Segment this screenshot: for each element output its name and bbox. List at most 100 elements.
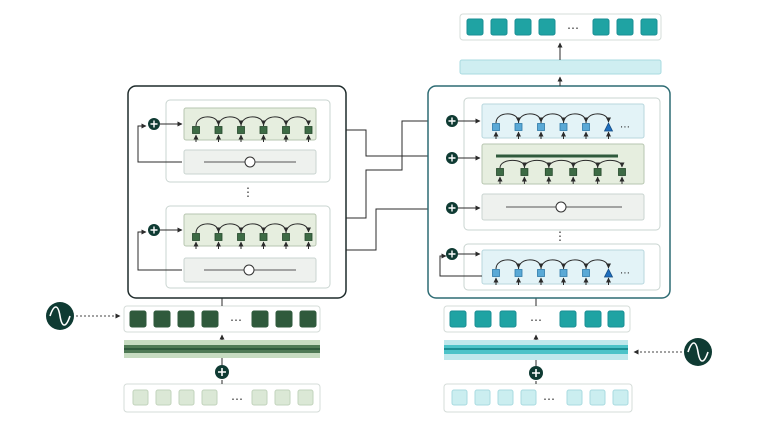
attention-node [544, 168, 553, 176]
encoder-input-token [178, 389, 195, 406]
encoder-embedded-token [251, 310, 269, 328]
attention-node [492, 269, 500, 277]
attention-arc [563, 113, 589, 124]
encoder-input-token [201, 389, 218, 406]
attention-node [192, 126, 200, 134]
encoder-embedded-token [299, 310, 317, 328]
decoder-embedded-token [607, 310, 625, 328]
attention-node [559, 123, 568, 131]
decoder-cross-attention-nodes [496, 159, 626, 184]
attention-node [618, 168, 626, 176]
decoder-embedded-token [449, 310, 467, 328]
encoder-input-token [132, 389, 149, 406]
attention-arc [263, 223, 289, 234]
attention-node [214, 233, 223, 241]
encoder-positional-plus-icon [215, 365, 229, 379]
attention-arc [240, 116, 266, 127]
encoder-embedding-bar [124, 340, 320, 358]
attention-node [259, 126, 268, 134]
decoder-output-token [538, 18, 556, 36]
encoder-embedded-row: ⋯ [123, 305, 321, 333]
triangle-mask-icon [603, 268, 614, 278]
decoder-output-token [514, 18, 532, 36]
decoder-input-token [612, 389, 629, 406]
attention-arc [195, 223, 221, 234]
decoder-embedded-token [559, 310, 577, 328]
encoder-self-attention-block [183, 107, 317, 141]
decoder-residual-plus-icon [446, 152, 458, 164]
attention-arc [540, 259, 566, 270]
attention-arc [263, 116, 289, 127]
masked-attention-ellipsis: ⋯ [620, 268, 630, 279]
decoder-input-token [566, 389, 583, 406]
decoder-input-panel [443, 383, 633, 413]
attention-arc [499, 159, 527, 169]
encoder-input-token [251, 389, 268, 406]
decoder-embedded-ellipsis: ⋯ [530, 313, 542, 327]
feed-forward-node [244, 156, 256, 168]
encoder-attention-nodes [192, 223, 313, 249]
encoder-embedded-ellipsis: ⋯ [230, 313, 242, 327]
attention-arc [518, 259, 544, 270]
decoder-positional-plus-icon [529, 366, 543, 380]
encoder-sine-wave-icon [46, 302, 74, 330]
encoder-input-panel [123, 383, 321, 413]
decoder-layer-1: ⋯ [446, 97, 661, 231]
decoder-sine-wave-icon [684, 338, 712, 366]
attention-node [492, 123, 500, 131]
decoder-residual-plus-icon [446, 202, 458, 214]
attention-node [514, 123, 523, 131]
encoder-layer-ellipsis: ⋮ [242, 185, 254, 199]
attention-arc [240, 223, 266, 234]
encoder-embedded-token [201, 310, 219, 328]
encoder-input-token [155, 389, 172, 406]
attention-node [496, 168, 504, 176]
attention-arc [585, 113, 611, 124]
attention-arc [518, 113, 544, 124]
decoder-output-panel [459, 13, 662, 41]
attention-node [582, 269, 590, 277]
attention-arc [218, 223, 244, 234]
encoder-decoder-connections [346, 118, 445, 251]
encoder-input-token [297, 389, 314, 406]
attention-node [237, 233, 245, 241]
decoder-output-token [616, 18, 634, 36]
attention-node [582, 123, 590, 131]
encoder-embedded-token [153, 310, 171, 328]
attention-arc [195, 116, 221, 127]
decoder-input-row: ⋯ [443, 383, 633, 413]
encoder-embedded-token [177, 310, 195, 328]
encoder-input-token [274, 389, 291, 406]
decoder-masked-attention-nodes [492, 259, 614, 285]
decoder-embedded-token [499, 310, 517, 328]
attention-arc [523, 159, 552, 169]
attention-arc [572, 159, 601, 169]
decoder-output-token [592, 18, 610, 36]
decoder-output-ellipsis: ⋯ [567, 21, 579, 35]
attention-arc [597, 159, 625, 169]
encoder: ⋯ ⋯ [46, 85, 347, 413]
attention-node [214, 126, 223, 134]
decoder-input-token [520, 389, 537, 406]
feed-forward-node [243, 264, 255, 276]
attention-node [304, 233, 313, 241]
encoder-embedded-token [129, 310, 147, 328]
attention-node [192, 233, 200, 241]
decoder-input-ellipsis: ⋯ [543, 392, 555, 406]
decoder-residual-plus-icon [446, 248, 458, 260]
decoder-cross-attention-block [481, 143, 645, 185]
decoder-embedded-token [474, 310, 492, 328]
decoder-output-token [466, 18, 484, 36]
feed-forward-node [555, 201, 567, 213]
attention-arc [540, 113, 566, 124]
decoder-output-token [640, 18, 658, 36]
attention-arc [285, 116, 311, 127]
encoder-input-row: ⋯ [123, 383, 321, 413]
attention-arc [585, 259, 611, 270]
encoder-attention-nodes [192, 116, 313, 142]
encoder-residual-plus-icon [148, 118, 160, 130]
encoder-self-attention-block [183, 213, 317, 247]
decoder-embedded-row: ⋯ [443, 305, 631, 333]
masked-attention-ellipsis: ⋯ [620, 122, 630, 133]
